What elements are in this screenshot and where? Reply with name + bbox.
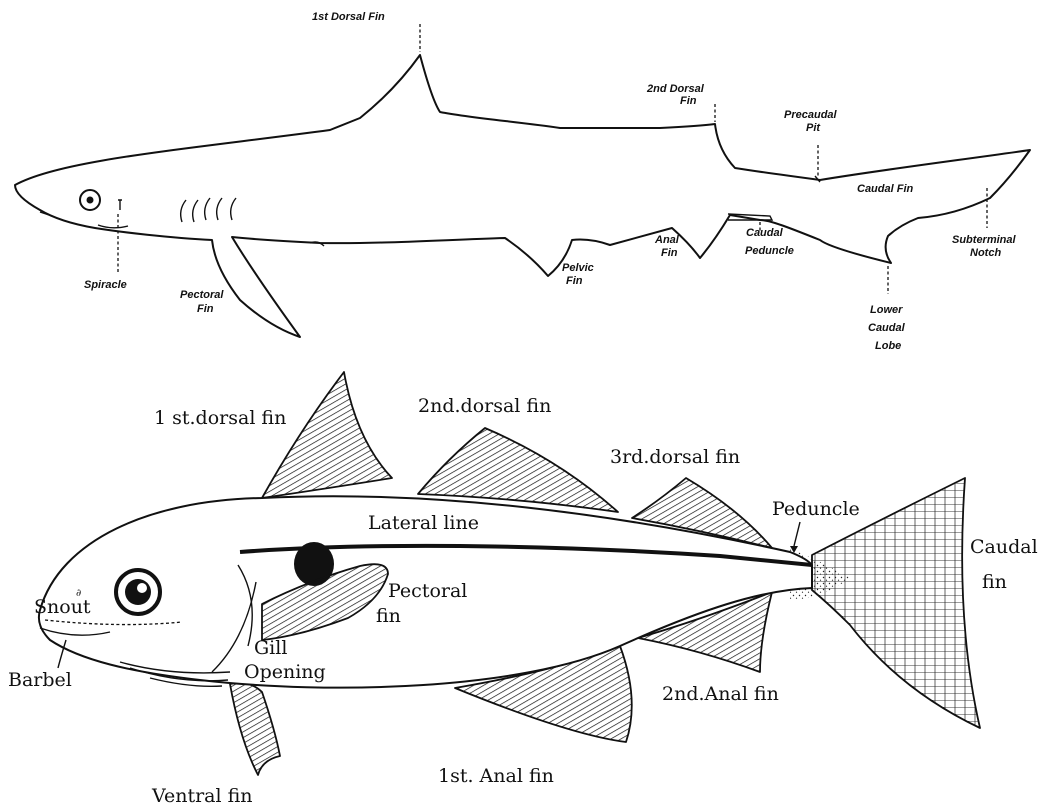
fish-ventral-fin [230,683,280,775]
label-fish-first-anal: 1st. Anal fin [438,765,554,787]
label-fish-lateral-line: Lateral line [368,512,479,534]
shark-illustration: 1st Dorsal Fin 2nd Dorsal Fin Precaudal … [15,11,1030,352]
fish-eye-highlight [137,583,147,593]
shark-pupil [87,197,94,204]
label-shark-spiracle: Spiracle [84,279,127,291]
label-shark-pectoral-1: Pectoral [180,289,224,301]
label-fish-gill-2: Opening [244,661,326,683]
label-shark-peduncle-1: Caudal [746,227,784,239]
label-fish-second-dorsal: 2nd.dorsal fin [418,395,551,417]
label-shark-anal-1: Anal [654,234,680,246]
fish-first-dorsal-fin [262,372,392,498]
label-shark-first-dorsal: 1st Dorsal Fin [312,11,385,23]
label-fish-caudal-2: fin [982,571,1007,593]
label-fish-caudal-1: Caudal [970,536,1038,558]
label-shark-subterminal-2: Notch [970,247,1001,259]
label-fish-pectoral-1: Pectoral [388,580,467,602]
label-shark-precaudal-1: Precaudal [784,109,838,121]
label-shark-pelvic-1: Pelvic [562,262,594,274]
label-fish-peduncle: Peduncle [772,498,860,520]
label-shark-pectoral-2: Fin [197,303,214,315]
label-fish-ventral: Ventral fin [151,785,253,807]
shark-body-outline [15,55,1030,337]
label-fish-first-dorsal: 1 st.dorsal fin [154,407,286,429]
label-shark-anal-2: Fin [661,247,678,259]
label-shark-second-dorsal-1: 2nd Dorsal [646,83,705,95]
fish-peduncle-arrow [794,522,800,546]
label-shark-lower-lobe-3: Lobe [875,340,901,352]
label-fish-third-dorsal: 3rd.dorsal fin [610,446,740,468]
label-shark-peduncle-2: Peduncle [745,245,794,257]
label-shark-pelvic-2: Fin [566,275,583,287]
label-shark-second-dorsal-2: Fin [680,95,697,107]
fish-illustration: ∂ 1 st.dorsal fin 2nd.dorsal fin 3rd.dor… [8,372,1038,807]
label-fish-gill-1: Gill [254,637,287,659]
label-fish-pectoral-2: fin [376,605,401,627]
fish-eye-iris [125,579,151,605]
label-shark-caudal-fin: Caudal Fin [857,183,914,195]
label-fish-barbel: Barbel [8,669,72,691]
label-shark-precaudal-2: Pit [806,122,821,134]
label-shark-subterminal-1: Subterminal [952,234,1017,246]
label-fish-snout: Snout [34,596,91,618]
label-shark-lower-lobe-2: Caudal [868,322,906,334]
label-fish-second-anal: 2nd.Anal fin [662,683,779,705]
label-shark-lower-lobe-1: Lower [870,304,903,316]
